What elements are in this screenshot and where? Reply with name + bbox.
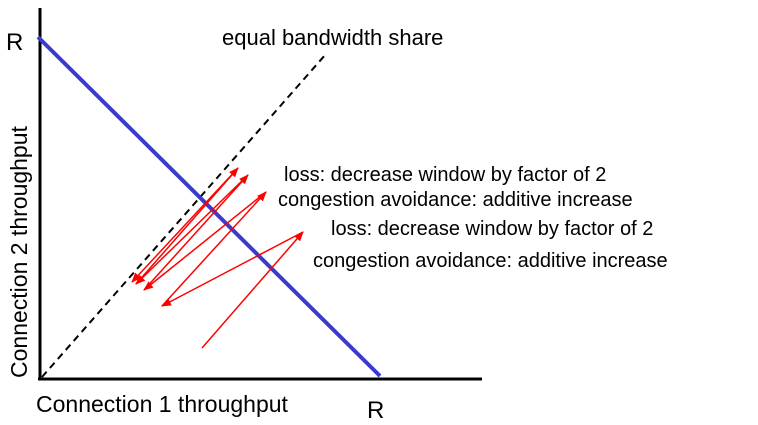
throughput-trajectory: [131, 167, 304, 349]
annotation-loss-2: loss: decrease window by factor of 2: [331, 218, 653, 240]
annotation-increase-1: congestion avoidance: additive increase: [278, 189, 633, 211]
equal-share-label: equal bandwidth share: [222, 25, 443, 50]
x-axis-label: Connection 1 throughput: [36, 391, 289, 417]
trajectory-arrow: [143, 191, 267, 291]
x-axis-max-label: R: [367, 397, 384, 424]
y-axis-max-label: R: [6, 29, 23, 56]
trajectory-arrow: [161, 191, 267, 307]
trajectory-arrow: [143, 174, 249, 291]
y-axis-label: Connection 2 throughput: [6, 125, 32, 378]
trajectory-arrow: [131, 167, 239, 283]
capacity-line: [36, 35, 382, 378]
annotation-increase-2: congestion avoidance: additive increase: [313, 250, 668, 272]
trajectory-arrow: [201, 231, 304, 349]
equal-share-line: [41, 53, 327, 378]
trajectory-arrow: [161, 231, 304, 307]
trajectory-arrow: [135, 174, 249, 285]
annotation-loss-1: loss: decrease window by factor of 2: [284, 164, 606, 186]
